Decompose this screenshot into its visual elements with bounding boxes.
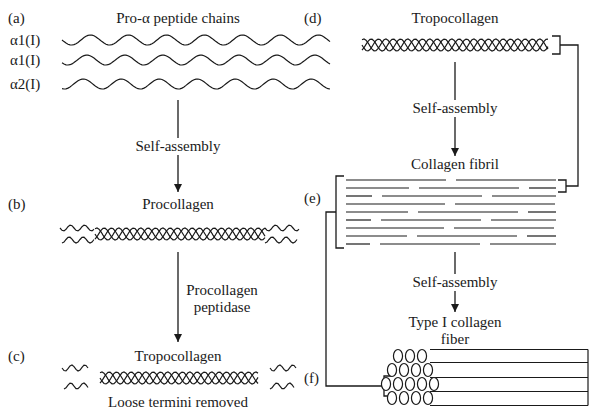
chain-label: α1(I) bbox=[10, 32, 40, 49]
strand bbox=[62, 55, 330, 65]
panel-letter: (d) bbox=[304, 10, 322, 27]
link-line bbox=[560, 45, 578, 186]
strand bbox=[62, 237, 94, 243]
strand bbox=[346, 187, 409, 188]
step-label: Self-assembly bbox=[411, 274, 500, 291]
link-line bbox=[326, 212, 384, 386]
fibril-end bbox=[381, 378, 390, 391]
strand bbox=[270, 365, 296, 371]
panel-letter: (a) bbox=[8, 10, 25, 27]
fibril-end bbox=[387, 364, 396, 377]
panel-letter: (e) bbox=[304, 190, 321, 207]
strand bbox=[456, 179, 556, 180]
strand bbox=[265, 237, 297, 243]
strand bbox=[529, 187, 556, 188]
fibril-end bbox=[429, 378, 438, 391]
strand bbox=[62, 79, 330, 89]
fibril-end bbox=[393, 378, 402, 391]
strand bbox=[62, 365, 88, 371]
strand bbox=[100, 372, 258, 384]
strand bbox=[587, 350, 588, 406]
bracket bbox=[552, 36, 560, 54]
step-label: Self-assembly bbox=[134, 138, 223, 155]
bracket bbox=[336, 176, 344, 248]
stage-title: Collagen fibril bbox=[409, 156, 501, 173]
strand bbox=[528, 211, 556, 212]
strand bbox=[95, 228, 265, 240]
fibril-end bbox=[417, 350, 426, 363]
strand bbox=[346, 179, 446, 180]
fibril-end bbox=[411, 364, 420, 377]
fibril-end bbox=[405, 378, 414, 391]
stage-title: Tropocollagen bbox=[135, 348, 222, 365]
fibril-end bbox=[417, 378, 426, 391]
strand bbox=[95, 228, 265, 240]
strand bbox=[362, 39, 548, 51]
fibril-end bbox=[411, 392, 420, 405]
strand bbox=[346, 227, 444, 228]
fibril-end bbox=[423, 392, 432, 405]
strand bbox=[430, 391, 588, 392]
panel-letter: (f) bbox=[304, 370, 319, 387]
stage-title: Procollagen bbox=[142, 196, 214, 213]
strand bbox=[64, 383, 88, 389]
strand bbox=[362, 39, 548, 51]
strand bbox=[62, 35, 330, 45]
bracket bbox=[558, 180, 566, 192]
strand bbox=[265, 225, 299, 231]
strand bbox=[95, 228, 265, 240]
strand bbox=[418, 211, 518, 212]
strand bbox=[527, 235, 556, 236]
strand bbox=[455, 203, 555, 204]
strand bbox=[430, 377, 588, 378]
panel-letter: (b) bbox=[8, 196, 26, 213]
strand bbox=[430, 362, 588, 363]
step-label: Self-assembly bbox=[411, 100, 500, 117]
molecule-strokes bbox=[60, 35, 588, 406]
strand bbox=[60, 225, 94, 231]
strand bbox=[419, 187, 519, 188]
strand bbox=[346, 203, 445, 204]
strand bbox=[380, 243, 480, 244]
strand bbox=[100, 372, 258, 384]
fibril-end bbox=[393, 350, 402, 363]
chain-label: α2(I) bbox=[10, 76, 40, 93]
stage-note: Loose termini removed bbox=[108, 394, 248, 411]
strand bbox=[346, 219, 371, 220]
strand bbox=[430, 349, 588, 350]
strand bbox=[491, 219, 556, 220]
fibril-end bbox=[399, 364, 408, 377]
strand bbox=[346, 243, 370, 244]
stage-title: Tropocollagen bbox=[412, 10, 499, 27]
fibril-end bbox=[423, 364, 432, 377]
strand bbox=[490, 243, 556, 244]
strand bbox=[270, 383, 294, 389]
strand bbox=[417, 235, 517, 236]
fibril-end bbox=[387, 392, 396, 405]
chain-label: α1(I) bbox=[10, 52, 40, 69]
stage-title: Pro-α peptide chains bbox=[116, 10, 240, 27]
fibril-end bbox=[399, 392, 408, 405]
stage-title: Type I collagen fiber bbox=[395, 314, 515, 348]
strand bbox=[492, 195, 556, 196]
arrow bbox=[177, 252, 178, 342]
strand bbox=[454, 227, 554, 228]
panel-letter: (c) bbox=[8, 348, 25, 365]
strand bbox=[100, 372, 258, 384]
strand bbox=[381, 219, 481, 220]
strand bbox=[346, 211, 408, 212]
strand bbox=[346, 195, 372, 196]
enzyme-label: Procollagen peptidase bbox=[174, 282, 270, 316]
strand bbox=[346, 235, 407, 236]
strand bbox=[362, 39, 548, 51]
strand bbox=[382, 195, 482, 196]
strand bbox=[430, 405, 588, 406]
fibril-end bbox=[405, 350, 414, 363]
